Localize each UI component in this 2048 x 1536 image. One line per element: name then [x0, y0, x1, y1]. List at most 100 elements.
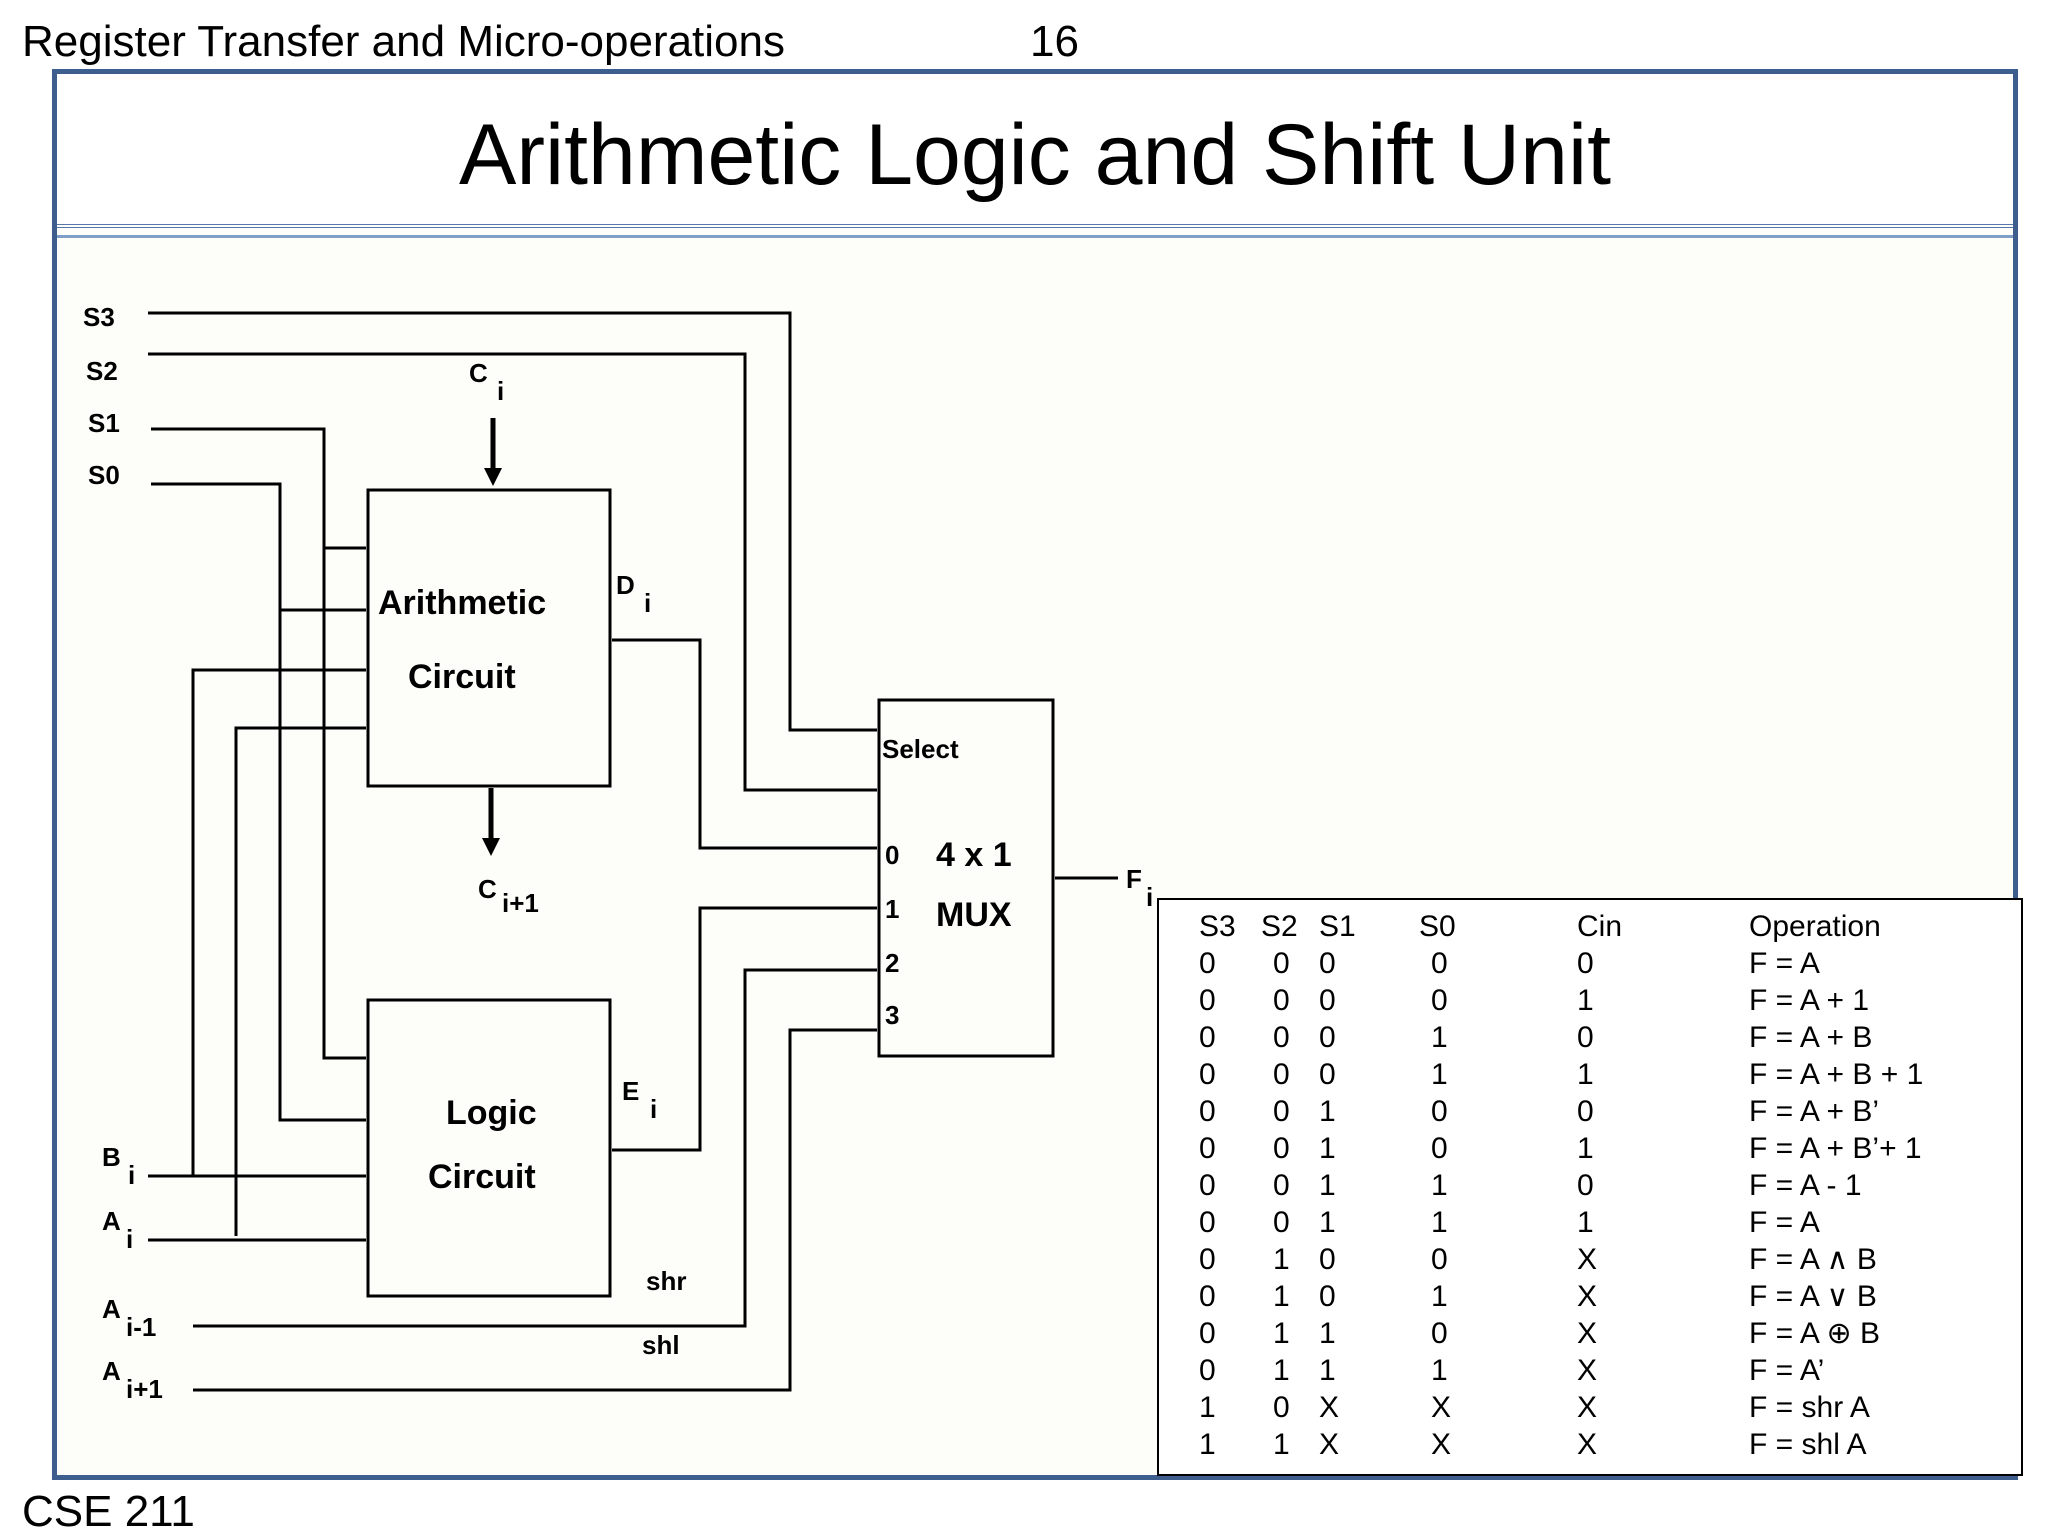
- wire-d: [612, 638, 877, 850]
- table-cell: 1: [1431, 1169, 1448, 1202]
- label-b-sub: i: [128, 1160, 135, 1190]
- slide-title: Arithmetic Logic and Shift Unit: [459, 107, 1611, 203]
- table-cell: 1: [1273, 1280, 1290, 1313]
- table-cell: 1: [1273, 1317, 1290, 1350]
- table-cell: 0: [1199, 1317, 1216, 1350]
- table-cell: 0: [1431, 984, 1448, 1017]
- mux-input-3: 3: [885, 1000, 899, 1030]
- label-d: D: [616, 570, 635, 600]
- table-cell: 0: [1319, 947, 1336, 980]
- wire-s1: [151, 427, 366, 1060]
- label-carry-in-sub: i: [497, 376, 504, 406]
- table-cell: 0: [1577, 1169, 1594, 1202]
- arithmetic-circuit-box: [366, 488, 612, 788]
- table-cell: F = A ∧ B: [1749, 1243, 1877, 1276]
- header-s2: S2: [1261, 910, 1298, 943]
- table-cell: 1: [1431, 1206, 1448, 1239]
- table-cell: 1: [1319, 1317, 1336, 1350]
- header-cin: Cin: [1577, 910, 1623, 943]
- label-s2: S2: [86, 356, 118, 386]
- table-cell: F = A: [1749, 947, 1820, 980]
- table-cell: 0: [1273, 984, 1290, 1017]
- table-cell: 1: [1577, 1206, 1594, 1239]
- wire-shr: [193, 968, 877, 1328]
- table-cell: 0: [1431, 1095, 1448, 1128]
- wire-e: [612, 906, 877, 1152]
- table-cell: 0: [1577, 947, 1594, 980]
- label-carry-in: C: [469, 358, 488, 388]
- table-cell: 0: [1199, 947, 1216, 980]
- table-cell: F = A ⊕ B: [1749, 1317, 1881, 1350]
- label-a-minus-1: A: [102, 1294, 121, 1324]
- table-cell: 1: [1431, 1354, 1448, 1387]
- title-divider: [57, 227, 2013, 238]
- table-cell: 1: [1431, 1021, 1448, 1054]
- table-header-row: S3 S2 S1 S0 Cin Operation: [1199, 908, 1969, 945]
- course-code: CSE 211: [22, 1487, 195, 1536]
- table-cell: 1: [1431, 1058, 1448, 1091]
- mux-input-2: 2: [885, 948, 899, 978]
- mux-select-label: Select: [882, 734, 959, 764]
- slide-number: 16: [1030, 17, 1079, 66]
- mux-input-1: 1: [885, 894, 899, 924]
- table-cell: X: [1431, 1391, 1452, 1424]
- label-a-plus-1: A: [102, 1356, 121, 1386]
- table-cell: 1: [1319, 1169, 1336, 1202]
- wire-b-up: [191, 668, 366, 1176]
- table-cell: 0: [1273, 1206, 1290, 1239]
- table-cell: 0: [1199, 1021, 1216, 1054]
- table-cell: 0: [1199, 1206, 1216, 1239]
- header-s1: S1: [1319, 910, 1356, 943]
- label-a: A: [102, 1206, 121, 1236]
- table-cell: 0: [1199, 1132, 1216, 1165]
- table-cell: 0: [1319, 1058, 1336, 1091]
- table-cell: 0: [1431, 947, 1448, 980]
- table-cell: F = A - 1: [1749, 1169, 1862, 1202]
- table-cell: F = A + B + 1: [1749, 1058, 1924, 1091]
- table-cell: F = A: [1749, 1206, 1820, 1239]
- table-cell: 0: [1199, 1058, 1216, 1091]
- table-cell: 0: [1273, 1169, 1290, 1202]
- label-b: B: [102, 1142, 121, 1172]
- table-cell: 1: [1319, 1206, 1336, 1239]
- table-cell: X: [1431, 1428, 1452, 1461]
- label-a-sub: i: [126, 1224, 133, 1254]
- table-cell: F = A ∨ B: [1749, 1280, 1877, 1313]
- table-cell: 1: [1273, 1243, 1290, 1276]
- label-f-sub: i: [1146, 882, 1153, 912]
- table-cell: F = shr A: [1749, 1391, 1870, 1424]
- table-cell: 1: [1319, 1132, 1336, 1165]
- table-cell: 0: [1199, 1169, 1216, 1202]
- wire-a-up: [234, 726, 366, 1236]
- label-carry-out: C: [478, 874, 497, 904]
- table-cell: 0: [1199, 1243, 1216, 1276]
- table-cell: 0: [1199, 1354, 1216, 1387]
- table-cell: 1: [1431, 1280, 1448, 1313]
- table-cell: 1: [1273, 1354, 1290, 1387]
- mux-label-2: MUX: [936, 896, 1012, 934]
- label-a-minus-1-sub: i-1: [126, 1312, 156, 1342]
- table-cell: X: [1319, 1428, 1340, 1461]
- table-cell: F = A + B’+ 1: [1749, 1132, 1922, 1165]
- table-cell: 0: [1431, 1243, 1448, 1276]
- table-cell: F = A + 1: [1749, 984, 1870, 1017]
- course-title: Register Transfer and Micro-operations: [22, 17, 785, 66]
- table-cell: X: [1577, 1354, 1598, 1387]
- table-cell: 0: [1431, 1132, 1448, 1165]
